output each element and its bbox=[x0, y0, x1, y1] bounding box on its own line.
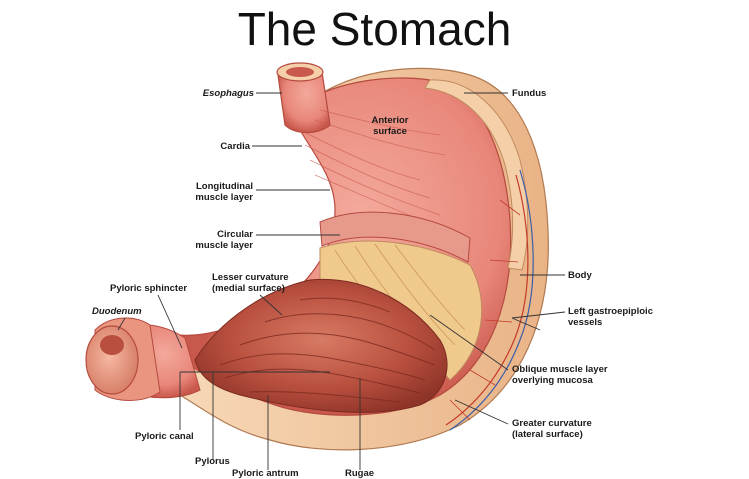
fundus-band bbox=[424, 79, 529, 271]
label-longitudinal-line1: Longitudinal bbox=[196, 181, 253, 192]
label-esophagus: Esophagus bbox=[202, 88, 254, 99]
rugae-folds bbox=[219, 297, 436, 403]
label-longitudinal-line2: muscle layer bbox=[195, 192, 253, 203]
label-oblique: Oblique muscle layer overlying mucosa bbox=[512, 364, 608, 386]
circular-muscle-band bbox=[319, 211, 471, 263]
label-duodenum: Duodenum bbox=[92, 306, 142, 317]
label-lesser-line1: Lesser curvature bbox=[212, 272, 289, 283]
label-pylorus: Pylorus bbox=[195, 456, 230, 467]
label-circular-line1: Circular bbox=[217, 229, 253, 240]
label-circular: Circular muscle layer bbox=[160, 229, 253, 251]
label-lesser-line2: (medial surface) bbox=[212, 283, 285, 294]
label-pyloric-canal: Pyloric canal bbox=[135, 431, 194, 442]
label-anterior-line2: surface bbox=[373, 126, 407, 137]
leader-lines bbox=[117, 92, 566, 470]
label-circular-line2: muscle layer bbox=[195, 240, 253, 251]
mucosa-cavity bbox=[194, 278, 448, 413]
label-pyloric-antrum: Pyloric antrum bbox=[232, 468, 299, 479]
label-lesser-curvature: Lesser curvature (medial surface) bbox=[212, 272, 289, 294]
left-gastroepiploic-vessels bbox=[445, 169, 534, 431]
label-cardia: Cardia bbox=[220, 141, 250, 152]
page-title: The Stomach bbox=[237, 3, 512, 55]
label-gastroepiploic: Left gastroepiploic vessels bbox=[568, 306, 653, 328]
label-body: Body bbox=[568, 270, 592, 281]
label-fundus: Fundus bbox=[512, 88, 547, 99]
label-anterior-line1: Anterior bbox=[371, 115, 409, 126]
label-gastro-line2: vessels bbox=[568, 317, 603, 328]
label-rugae: Rugae bbox=[345, 468, 375, 479]
longitudinal-muscle-lines bbox=[299, 109, 451, 233]
duodenum-opening bbox=[85, 325, 139, 395]
label-pyloric-sphincter: Pyloric sphincter bbox=[110, 283, 188, 294]
label-anterior-surface: Anterior surface bbox=[360, 115, 420, 137]
label-oblique-line2: overlying mucosa bbox=[512, 375, 593, 386]
label-greater-curvature: Greater curvature (lateral surface) bbox=[512, 418, 592, 440]
label-oblique-line1: Oblique muscle layer bbox=[512, 364, 608, 375]
label-longitudinal: Longitudinal muscle layer bbox=[160, 181, 253, 203]
label-gastro-line1: Left gastroepiploic bbox=[568, 306, 653, 317]
label-greater-line1: Greater curvature bbox=[512, 418, 592, 429]
label-greater-line2: (lateral surface) bbox=[512, 429, 583, 440]
